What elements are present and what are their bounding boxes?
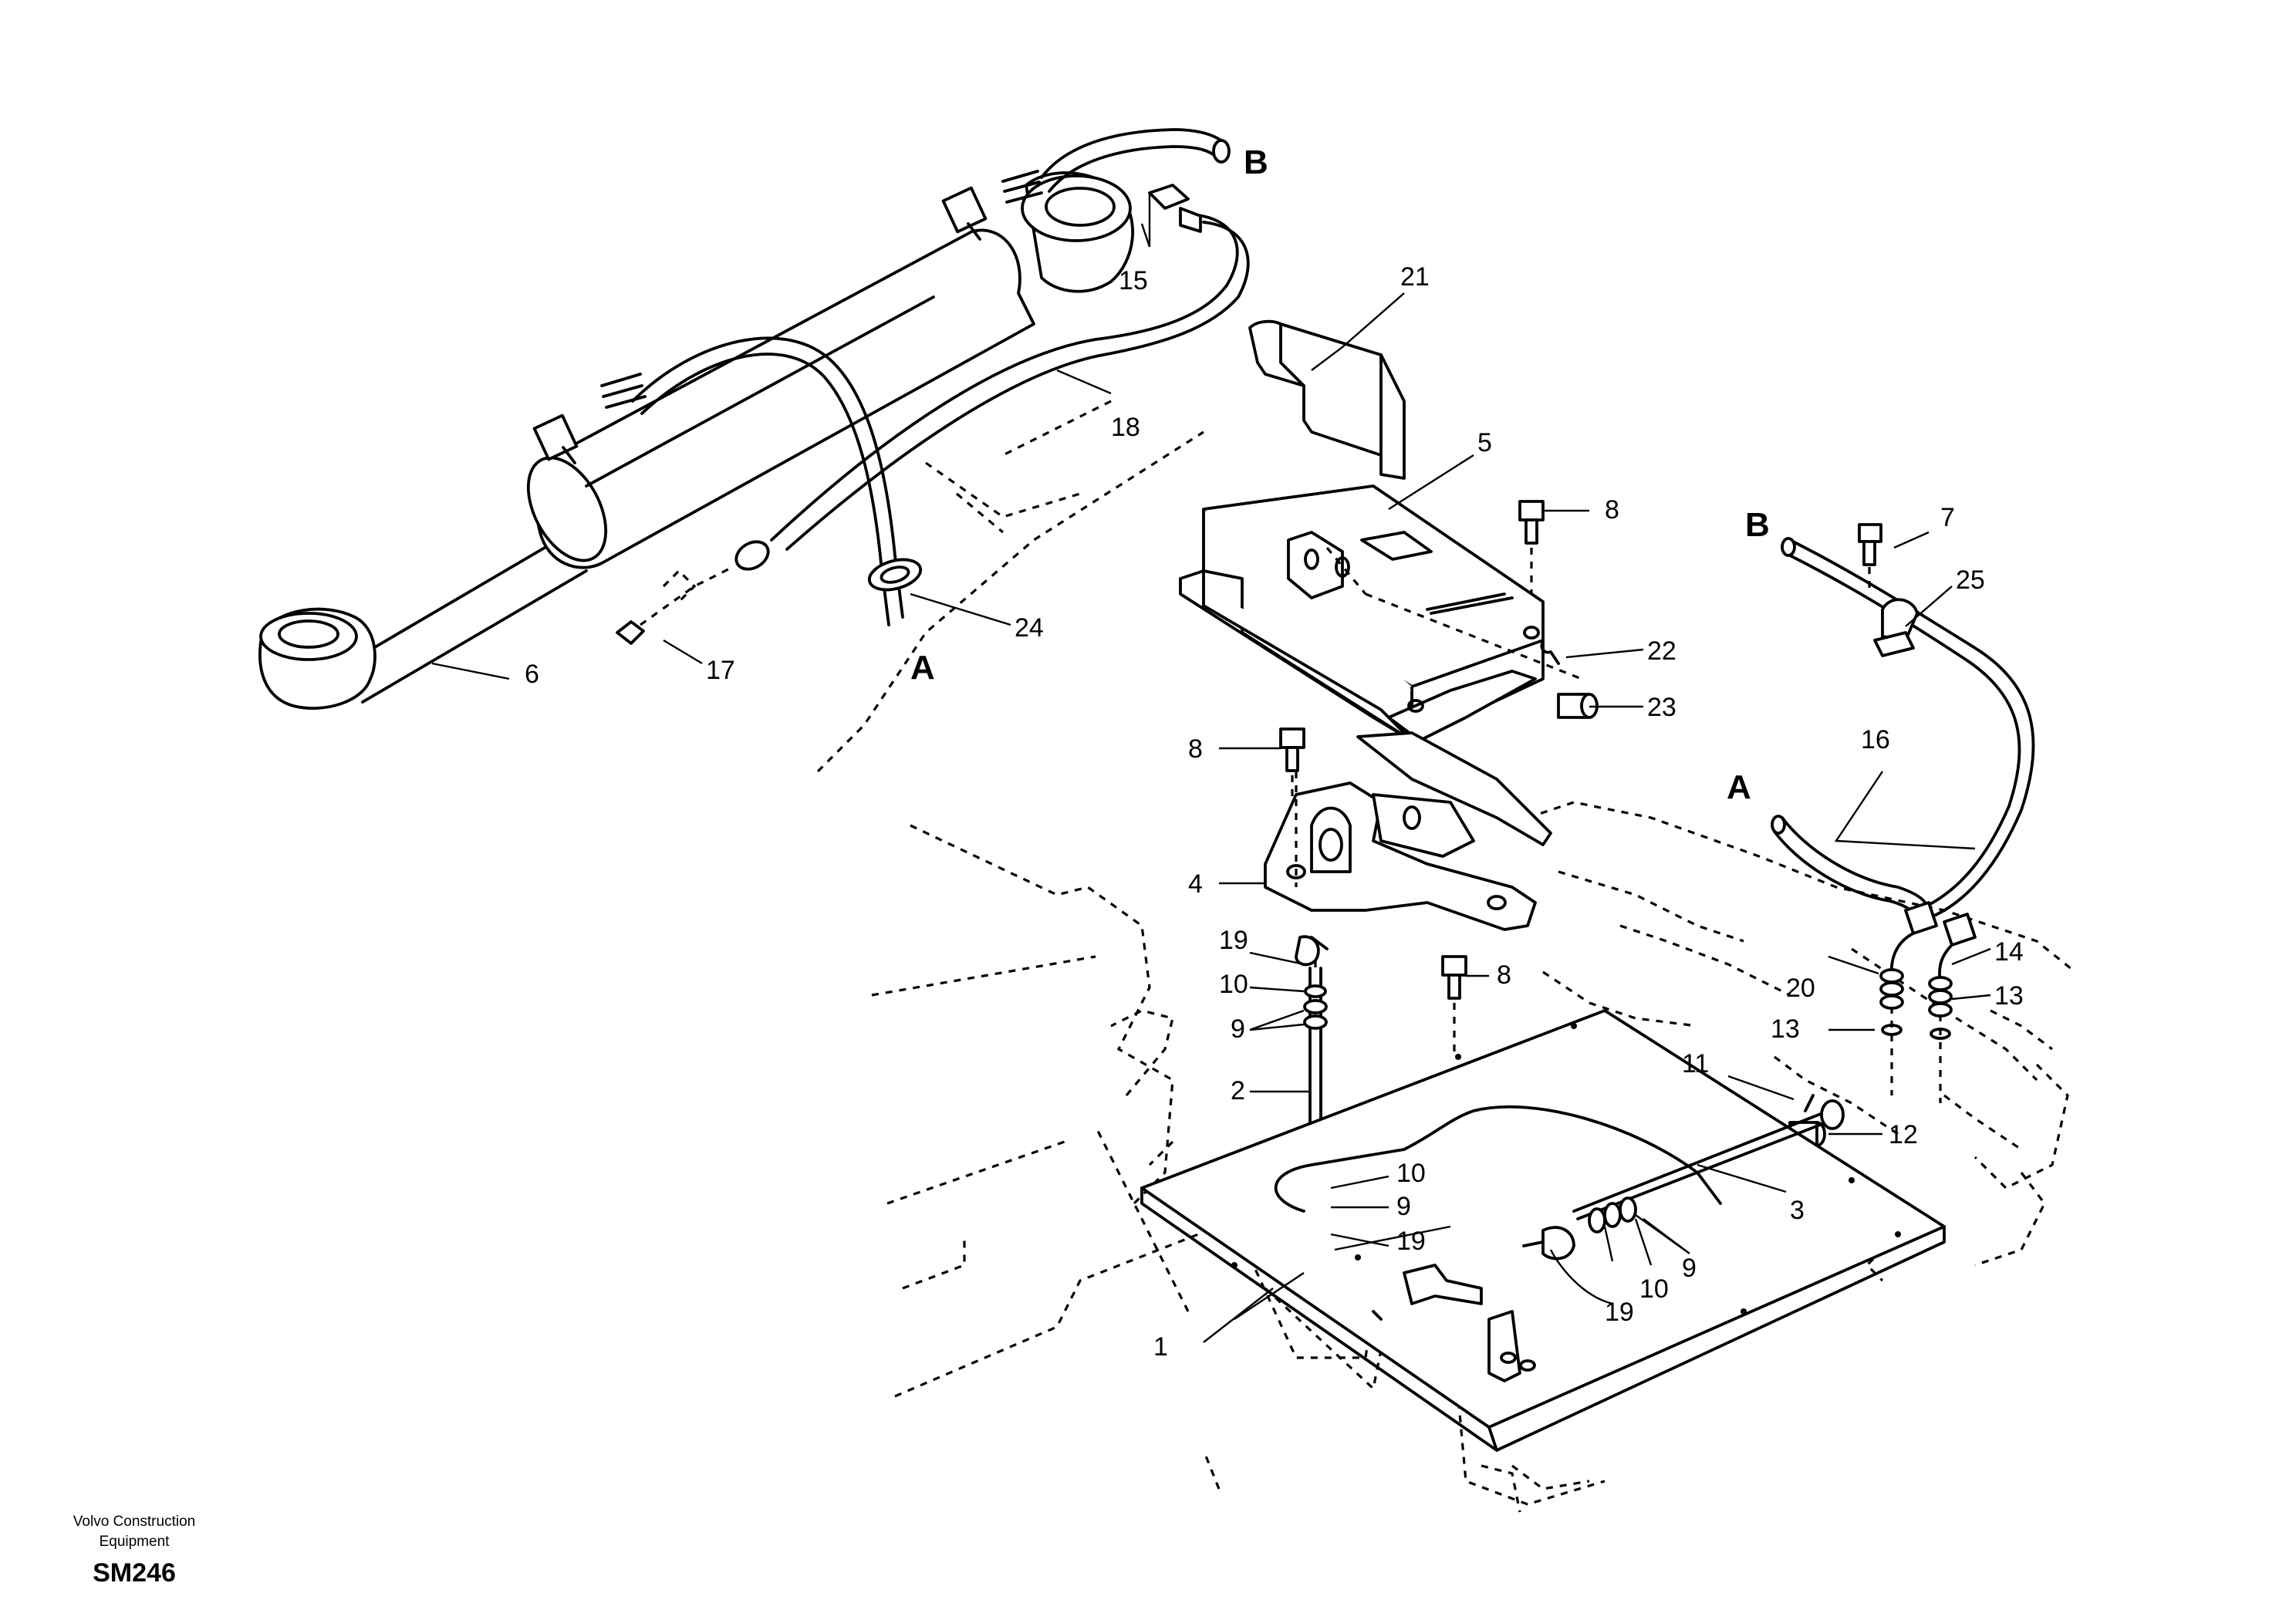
bolt-group — [1279, 500, 1882, 1057]
callout-22: 22 — [1647, 636, 1676, 666]
callout-12: 12 — [1889, 1120, 1918, 1149]
callout-9-top: 9 — [1231, 1014, 1245, 1044]
callout-9-mid: 9 — [1396, 1192, 1411, 1221]
callout-4: 4 — [1188, 869, 1203, 899]
callout-5: 5 — [1477, 428, 1492, 457]
callout-15: 15 — [1119, 266, 1148, 295]
control-cable — [1372, 1094, 1845, 1382]
callout-21: 21 — [1400, 262, 1430, 292]
connection-markers: B A B A — [910, 143, 1770, 806]
floor-plate — [1140, 1009, 1946, 1452]
marker-a-right: A — [1727, 768, 1751, 806]
marker-b-top: B — [1244, 143, 1268, 181]
leader-lines — [431, 193, 1991, 1343]
callout-13-right: 13 — [1994, 981, 2024, 1011]
callout-19-top: 19 — [1219, 926, 1248, 955]
marker-a-left: A — [910, 649, 935, 687]
callout-11: 11 — [1682, 1049, 1709, 1078]
callout-13-left: 13 — [1771, 1014, 1800, 1044]
callout-8-top: 8 — [1605, 495, 1619, 525]
callout-8-low: 8 — [1497, 960, 1511, 990]
callout-7: 7 — [1940, 503, 1955, 532]
callout-17: 17 — [706, 656, 735, 685]
callout-8-mid: 8 — [1188, 734, 1203, 764]
callout-10-mid: 10 — [1396, 1159, 1426, 1188]
guard-plate — [1248, 319, 1406, 480]
callout-2: 2 — [1231, 1076, 1245, 1105]
callout-10-low: 10 — [1639, 1274, 1669, 1304]
callout-14: 14 — [1994, 937, 2024, 967]
brand-line-2: Equipment — [99, 1534, 170, 1550]
callout-16: 16 — [1861, 725, 1890, 754]
callout-19-low: 19 — [1605, 1298, 1634, 1327]
callout-25: 25 — [1956, 565, 1985, 595]
callout-19-mid: 19 — [1396, 1227, 1426, 1256]
hoses-right — [1771, 537, 2035, 1103]
brand-line-1: Volvo Construction — [73, 1514, 196, 1530]
callout-18: 18 — [1111, 413, 1140, 442]
callout-labels: 15 18 21 5 8 6 17 24 22 23 7 25 16 8 4 1… — [525, 262, 2024, 1362]
hoses-upper — [616, 128, 1250, 645]
callout-10-top: 10 — [1219, 970, 1248, 999]
callout-9-low: 9 — [1682, 1254, 1697, 1283]
pedal-assembly — [1264, 731, 1552, 931]
footer-brand-block: Volvo Construction Equipment SM246 — [34, 1512, 235, 1588]
hydraulic-cylinder — [258, 170, 1135, 710]
callout-6: 6 — [525, 660, 539, 689]
callout-23: 23 — [1647, 693, 1676, 722]
marker-b-right: B — [1745, 506, 1770, 544]
diagram-code: SM246 — [93, 1558, 176, 1588]
callout-24: 24 — [1015, 613, 1044, 643]
callout-3: 3 — [1790, 1196, 1805, 1225]
callout-20: 20 — [1786, 974, 1815, 1003]
cover-box — [1179, 484, 1582, 742]
callout-1: 1 — [1153, 1332, 1168, 1362]
